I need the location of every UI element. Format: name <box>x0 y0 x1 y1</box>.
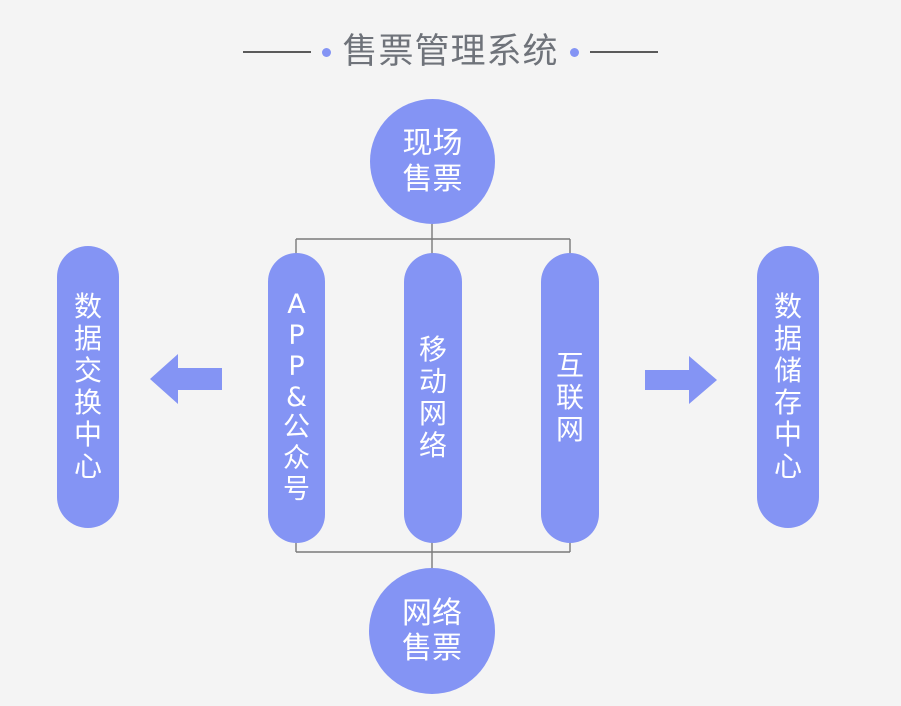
node-online-line-2: 售票 <box>402 631 462 666</box>
node-app-official-account[interactable]: A P P & 公 众 号 <box>268 253 325 543</box>
vchar: 号 <box>283 473 310 505</box>
node-online-ticketing[interactable]: 网络 售票 <box>369 568 495 694</box>
node-onsite-line-2: 售票 <box>402 161 463 197</box>
vchar: 心 <box>73 449 102 483</box>
node-app-official-account-label: A P P & 公 众 号 <box>283 290 310 505</box>
vchar: 联 <box>555 381 584 415</box>
vchar: 移 <box>418 333 447 367</box>
vchar: P <box>288 320 305 352</box>
vchar: 动 <box>418 365 447 399</box>
node-data-storage-center[interactable]: 数 据 储 存 中 心 <box>757 246 819 528</box>
vchar: 数 <box>73 290 102 324</box>
node-mobile-network-label: 移 动 网 络 <box>419 334 447 462</box>
node-data-exchange-center[interactable]: 数 据 交 换 中 心 <box>57 246 119 528</box>
node-mobile-network[interactable]: 移 动 网 络 <box>404 253 462 543</box>
title-left-dot-icon <box>322 47 332 57</box>
vchar: 公 <box>283 412 310 444</box>
node-data-exchange-center-label: 数 据 交 换 中 心 <box>74 291 102 482</box>
vchar: 据 <box>773 322 802 356</box>
page-title: 售票管理系统 <box>0 26 901 78</box>
vchar: 据 <box>73 322 102 356</box>
vchar: 换 <box>73 386 102 419</box>
title-right-dash <box>589 51 658 53</box>
node-onsite-ticketing[interactable]: 现场 售票 <box>370 99 495 224</box>
vchar: 存 <box>773 386 802 419</box>
vchar: A <box>287 289 306 321</box>
right-arrow-icon <box>645 356 717 404</box>
vchar: 互 <box>555 349 584 383</box>
vchar: 中 <box>773 417 802 451</box>
vchar: 网 <box>555 412 584 446</box>
vchar: 众 <box>283 443 310 475</box>
title-left-dash <box>243 51 312 53</box>
vchar: 交 <box>73 354 102 388</box>
vchar: & <box>285 381 308 413</box>
node-online-line-1: 网络 <box>402 595 462 631</box>
vchar: 网 <box>418 397 447 430</box>
node-data-storage-center-label: 数 据 储 存 中 心 <box>774 291 802 482</box>
left-arrow-icon <box>150 354 222 404</box>
vchar: 储 <box>773 354 802 388</box>
vchar: 中 <box>73 417 102 451</box>
node-internet-label: 互 联 网 <box>556 350 584 446</box>
node-internet[interactable]: 互 联 网 <box>541 253 599 543</box>
title-right-dot-icon <box>569 47 579 57</box>
vchar: 络 <box>418 428 447 462</box>
vchar: P <box>288 350 305 382</box>
vchar: 心 <box>773 449 802 483</box>
vchar: 数 <box>773 290 802 324</box>
node-onsite-line-1: 现场 <box>402 126 463 162</box>
page-title-text: 售票管理系统 <box>342 31 559 72</box>
